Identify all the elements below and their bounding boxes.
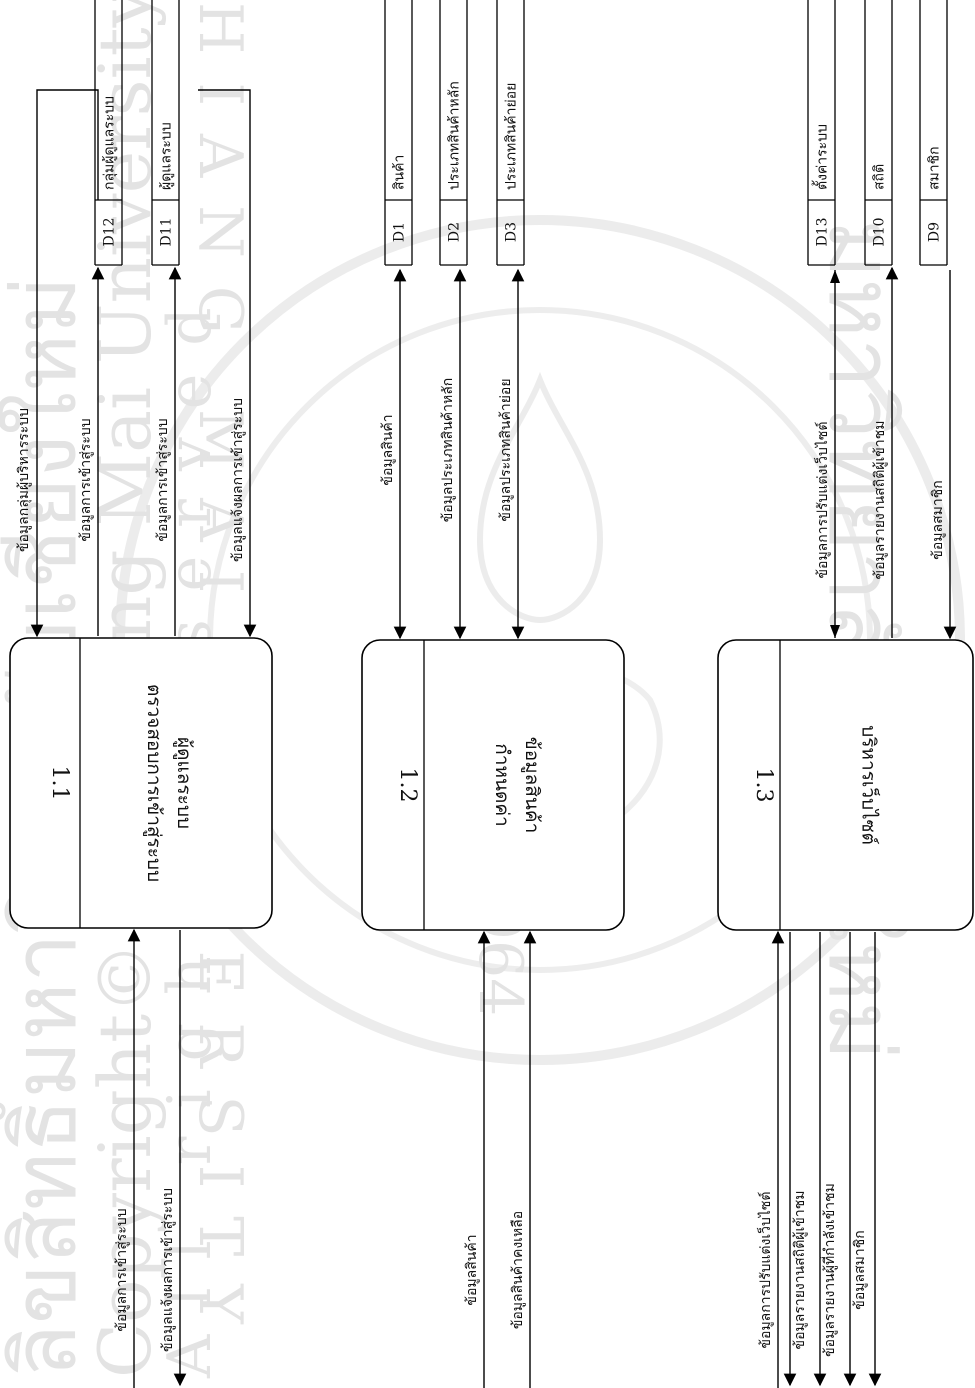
flow-label-product-in: ข้อมูลสินค้า [464,1234,480,1305]
process-id: 1.2 [395,768,420,803]
datastore-id: D3 [504,222,520,242]
processes: 1.1 ตรวจสอบการเข้าสู่ระบบ ผู้ดูแลระบบ 1.2 กำ… [9,637,974,931]
datastore-d2: D2 ประเภทสินค้าหลัก [439,0,468,266]
datastore-d9: D9 สมาชิก [919,0,948,266]
datastore-d1: D1 สินค้า [384,0,413,266]
datastore-id: D9 [927,222,943,242]
process-1-3: 1.3 บริหารเว็บไซต์ [717,639,974,931]
data-stores: D12 กลุ่มผู้ดูแลระบบ D11 ผู้ดูแลระบบ D1 สินค้… [94,0,948,266]
flow-label-visitors-out: ข้อมูลรายงานผู้ที่กำลังเข้าชม [820,1183,838,1357]
process-id: 1.3 [751,768,776,803]
datastore-name: กลุ่มผู้ดูแลระบบ [102,96,118,190]
datastore-name: ตั้งค่าระบบ [812,124,831,190]
datastore-d11: D11 ผู้ดูแลระบบ [151,0,180,266]
datastore-id: D12 [102,217,118,246]
datastore-d3: D3 ประเภทสินค้าย่อย [496,0,525,266]
datastore-id: D10 [872,217,888,246]
process-id: 1.1 [47,766,72,801]
flow-admin-group [30,89,99,638]
process-name: ตรวจสอบการเข้าสู่ระบบ [143,684,165,882]
process-name-line2: ผู้ดูแลระบบ [173,737,195,829]
datastore-id: D1 [392,222,408,242]
flow-label-stat-out: ข้อมูลรายงานสถิติผู้เข้าชม [792,1191,808,1350]
process-1-1: 1.1 ตรวจสอบการเข้าสู่ระบบ ผู้ดูแลระบบ [9,637,273,929]
flow-label-stat-report: ข้อมูลรายงานสถิติผู้เข้าชม [872,421,888,580]
datastore-d13: D13 ตั้งค่าระบบ [807,0,836,266]
process-name: บริหารเว็บไซต์ [858,725,882,845]
data-flows [30,89,957,1388]
flow-label-login-result-out: ข้อมูลแจ้งผลการเข้าสู่ระบบ [160,1188,176,1352]
datastore-id: D13 [815,217,831,246]
flow-label-member-out: ข้อมูลสมาชิก [852,1230,868,1309]
flow-label-sub-category: ข้อมูลประเภทสินค้าย่อย [498,378,514,521]
process-name: กำหนดค่า [491,743,513,826]
datastore-d10: D10 สถิติ [864,0,893,266]
flow-label-stock: ข้อมูลสินค้าคงเหลือ [510,1211,526,1329]
flow-label-site-config-in: ข้อมูลการปรับแต่งเว็บไซต์ [756,1191,774,1348]
flow-label-member: ข้อมูลสมาชิก [930,480,946,559]
flow-label-admin-group: ข้อมูลกลุ่มผู้บริหารระบบ [16,408,32,552]
flow-label-main-category: ข้อมูลประเภทสินค้าหลัก [440,378,456,523]
flow-labels: ข้อมูลกลุ่มผู้บริหารระบบข้อมูลการเข้าสู่… [16,378,946,1357]
flow-label-login-a: ข้อมูลการเข้าสู่ระบบ [78,418,94,541]
flow-label-login-in: ข้อมูลการเข้าสู่ระบบ [114,1208,130,1331]
process-name-line2: ข้อมูลสินค้า [521,737,543,834]
flow-label-site-config: ข้อมูลการปรับแต่งเว็บไซต์ [813,421,831,578]
datastore-d12: D12 กลุ่มผู้ดูแลระบบ [94,0,123,266]
datastore-id: D11 [159,217,175,246]
process-1-2: 1.2 กำหนดค่า ข้อมูลสินค้า [361,639,625,931]
datastore-name: สถิติ [872,164,888,190]
datastore-name: ผู้ดูแลระบบ [159,122,175,190]
flow-label-product: ข้อมูลสินค้า [380,414,396,485]
datastore-name: ประเภทสินค้าหลัก [447,81,463,190]
flow-label-login-b: ข้อมูลการเข้าสู่ระบบ [155,418,171,541]
flow-login-result-d11 [198,89,257,638]
datastore-name: ประเภทสินค้าย่อย [504,83,520,190]
flow-label-login-result: ข้อมูลแจ้งผลการเข้าสู่ระบบ [230,398,246,562]
datastore-id: D2 [447,222,463,242]
datastore-name: สมาชิก [927,146,943,190]
datastore-name: สินค้า [392,155,408,190]
